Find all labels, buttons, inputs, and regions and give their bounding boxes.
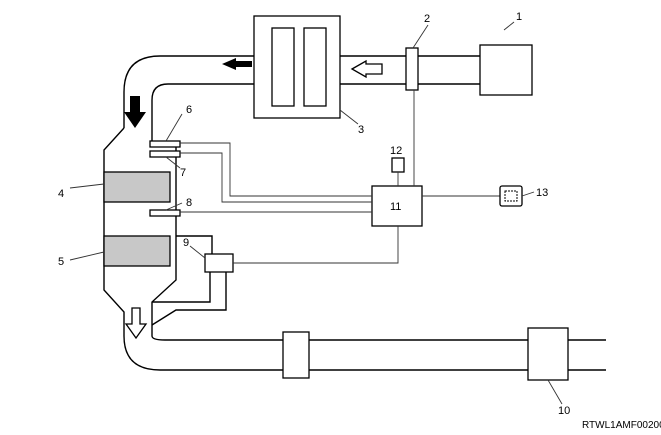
component-11-ecu — [371, 185, 423, 227]
label-3: 3 — [358, 124, 364, 136]
exhaust-flow-arrow — [222, 58, 252, 70]
label-6: 6 — [186, 104, 192, 116]
label-12: 12 — [390, 145, 402, 157]
leader-lines — [69, 21, 563, 405]
component-10-muffler — [527, 327, 569, 381]
component-13-warning-lamp — [499, 185, 523, 207]
label-11: 11 — [390, 201, 401, 213]
exhaust-tailpipe — [282, 327, 606, 381]
label-10: 10 — [558, 405, 570, 417]
figure-code: RTWL1AMF002001 — [582, 420, 661, 431]
exhaust-out-arrow — [124, 307, 148, 340]
label-13: 13 — [536, 187, 548, 199]
label-2: 2 — [424, 13, 430, 25]
component-6-sensor — [149, 140, 181, 148]
label-4: 4 — [58, 188, 64, 200]
turbocharger — [253, 15, 341, 119]
exhaust-inlet-pipe — [123, 55, 254, 145]
label-5: 5 — [58, 256, 64, 268]
label-9: 9 — [183, 237, 189, 249]
label-1: 1 — [516, 11, 522, 23]
component-2-sensor — [405, 47, 419, 91]
exhaust-down-arrow — [124, 96, 146, 128]
component-5-filter — [103, 235, 171, 267]
component-8-sensor — [149, 209, 181, 217]
component-1-box — [479, 44, 533, 96]
label-8: 8 — [186, 197, 192, 209]
intake-flow-arrow — [350, 59, 383, 79]
component-12-sensor — [391, 157, 405, 173]
component-4-catalyst — [103, 171, 171, 203]
label-7: 7 — [180, 167, 186, 179]
sensor-wiring — [180, 90, 500, 264]
component-7-sensor — [149, 150, 181, 158]
